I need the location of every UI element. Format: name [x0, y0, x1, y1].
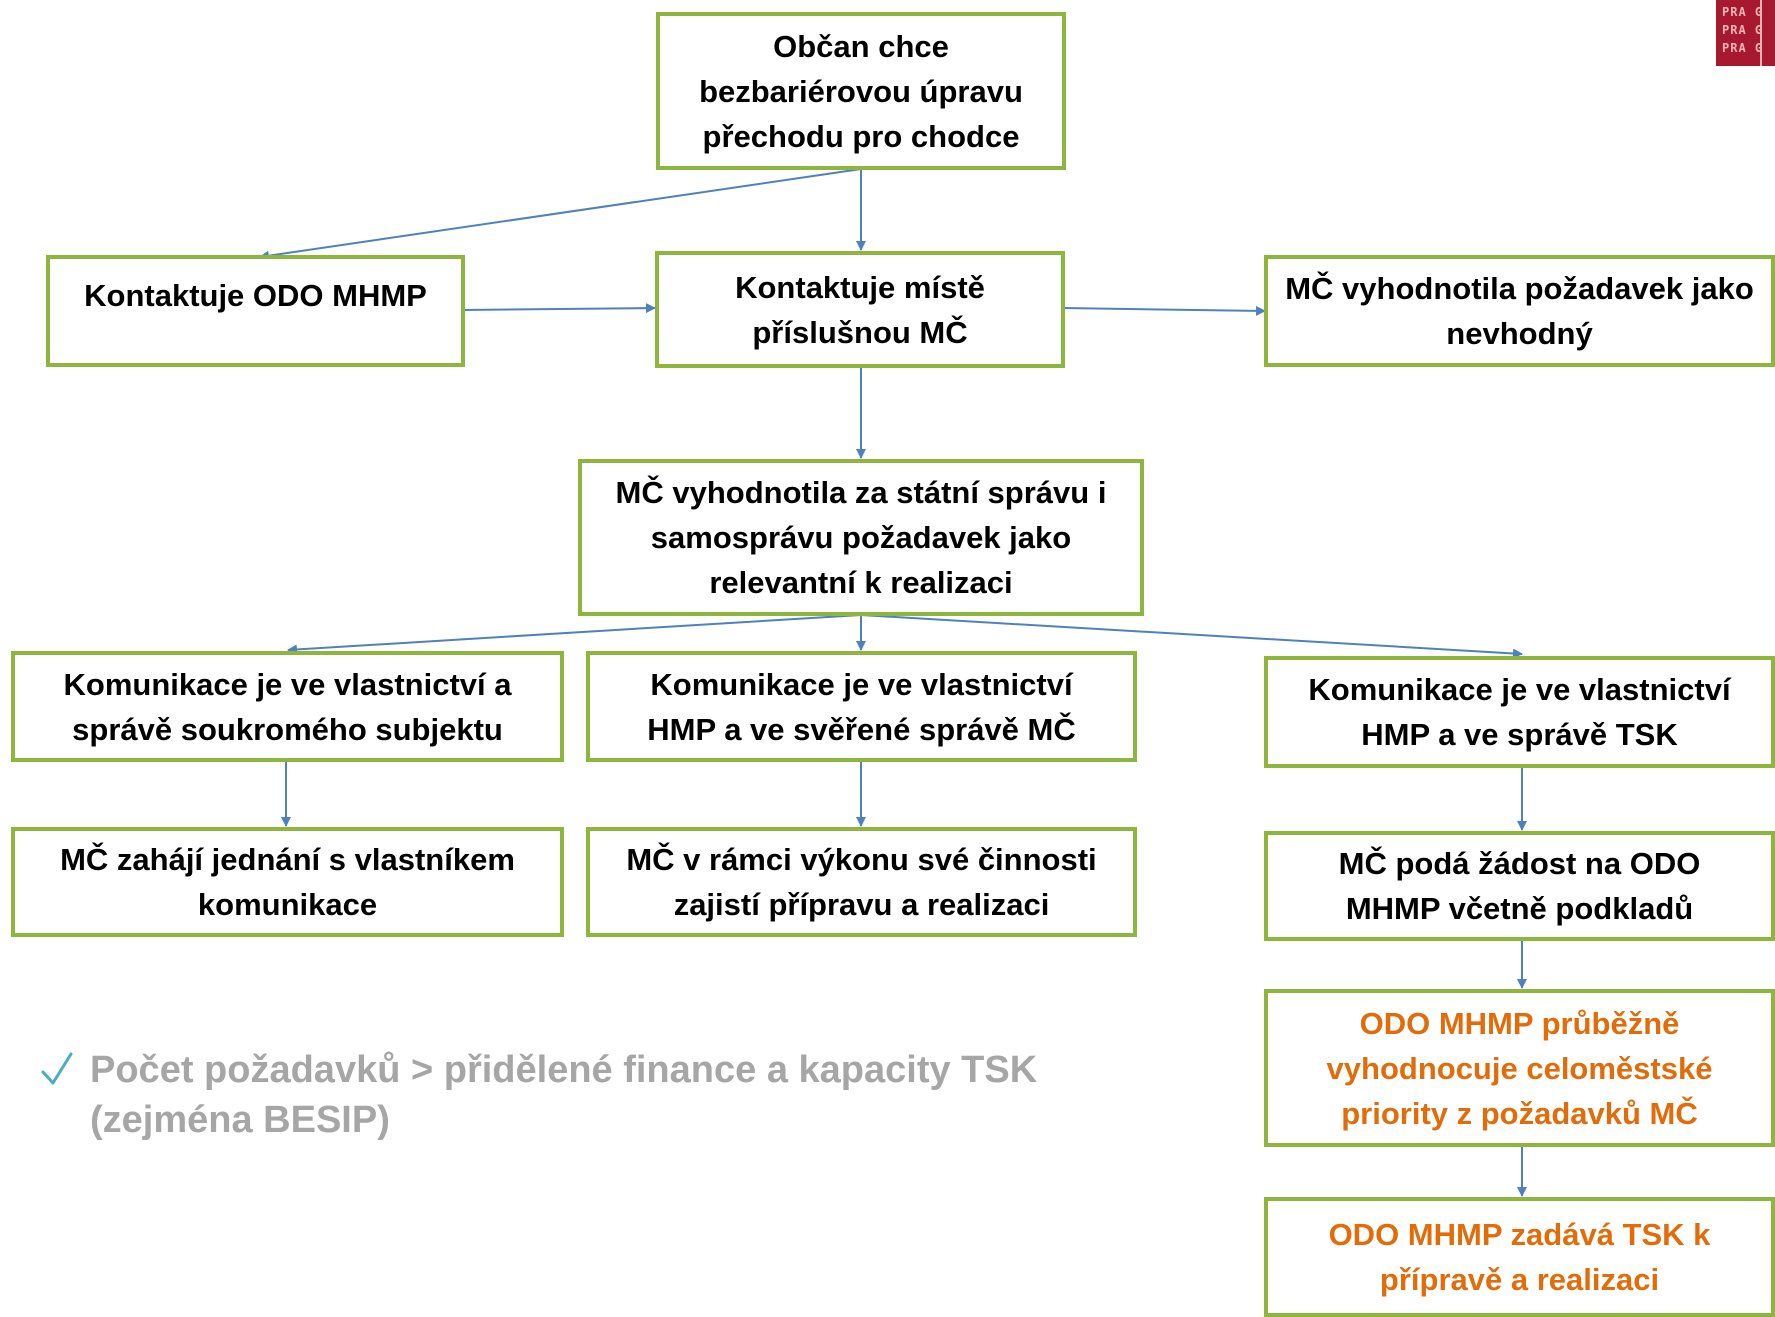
- node-hmp-mc: Komunikace je ve vlastnictví HMP a ve sv…: [586, 651, 1137, 762]
- node-mc-relevant-text: MČ vyhodnotila za státní správu i samosp…: [615, 475, 1107, 600]
- logo-divider: [1760, 0, 1762, 66]
- node-mc-relevant: MČ vyhodnotila za státní správu i samosp…: [578, 459, 1144, 616]
- node-mc-unsuitable: MČ vyhodnotila požadavek jako nevhodný: [1264, 255, 1775, 367]
- node-citizen-request: Občan chce bezbariérovou úpravu přechodu…: [656, 12, 1066, 170]
- node-mc-request: MČ podá žádost na ODO MHMP včetně podkla…: [1264, 831, 1775, 941]
- node-contact-mc-text: Kontaktuje místě příslušnou MČ: [735, 269, 985, 350]
- node-mc-negotiate: MČ zahájí jednání s vlastníkem komunikac…: [11, 827, 564, 937]
- node-odo-evaluate-text: ODO MHMP průběžně vyhodnocuje celoměstsk…: [1326, 1005, 1713, 1131]
- bullet-note-line1: Počet požadavků > přidělené finance a ka…: [90, 1049, 1038, 1091]
- logo-row-2: PRA G: [1722, 23, 1764, 37]
- node-odo-evaluate: ODO MHMP průběžně vyhodnocuje celoměstsk…: [1264, 989, 1775, 1147]
- node-odo-assign-text: ODO MHMP zadává TSK k přípravě a realiza…: [1328, 1217, 1711, 1297]
- node-private-owner-text: Komunikace je ve vlastnictví a správě so…: [63, 666, 512, 747]
- check-icon: [41, 1052, 73, 1085]
- node-mc-prepare-text: MČ v rámci výkonu své činnosti zajistí p…: [626, 842, 1097, 922]
- arrow-relevant-to-private: [287, 614, 862, 655]
- node-private-owner: Komunikace je ve vlastnictví a správě so…: [11, 651, 564, 762]
- bullet-note: Počet požadavků > přidělené finance a ka…: [90, 1045, 1220, 1145]
- praha-logo: PRA G PRA G PRA G: [1716, 0, 1775, 66]
- node-hmp-tsk: Komunikace je ve vlastnictví HMP a ve sp…: [1264, 656, 1775, 768]
- bullet-note-line2: (zejména BESIP): [90, 1099, 390, 1141]
- node-mc-request-text: MČ podá žádost na ODO MHMP včetně podkla…: [1338, 846, 1701, 926]
- node-citizen-request-text: Občan chce bezbariérovou úpravu přechodu…: [699, 28, 1023, 154]
- arrow-relevant-to-hmp-tsk: [860, 614, 1523, 659]
- node-mc-unsuitable-text: MČ vyhodnotila požadavek jako nevhodný: [1285, 271, 1754, 351]
- logo-row-3: PRA G: [1722, 41, 1764, 55]
- node-contact-odo: Kontaktuje ODO MHMP: [46, 255, 465, 367]
- node-contact-odo-text: Kontaktuje ODO MHMP: [84, 278, 427, 313]
- node-hmp-tsk-text: Komunikace je ve vlastnictví HMP a ve sp…: [1308, 672, 1731, 752]
- node-contact-mc: Kontaktuje místě příslušnou MČ: [655, 251, 1065, 368]
- node-mc-prepare: MČ v rámci výkonu své činnosti zajistí p…: [586, 827, 1137, 937]
- arrow-mc-to-unsuitable: [1062, 305, 1266, 316]
- node-odo-assign: ODO MHMP zadává TSK k přípravě a realiza…: [1264, 1197, 1775, 1317]
- node-hmp-mc-text: Komunikace je ve vlastnictví HMP a ve sv…: [647, 666, 1076, 747]
- node-mc-negotiate-text: MČ zahájí jednání s vlastníkem komunikac…: [60, 842, 515, 922]
- logo-row-1: PRA G: [1722, 5, 1764, 19]
- arrow-citizen-to-odo: [259, 168, 862, 261]
- arrow-odo-to-mc: [462, 303, 656, 314]
